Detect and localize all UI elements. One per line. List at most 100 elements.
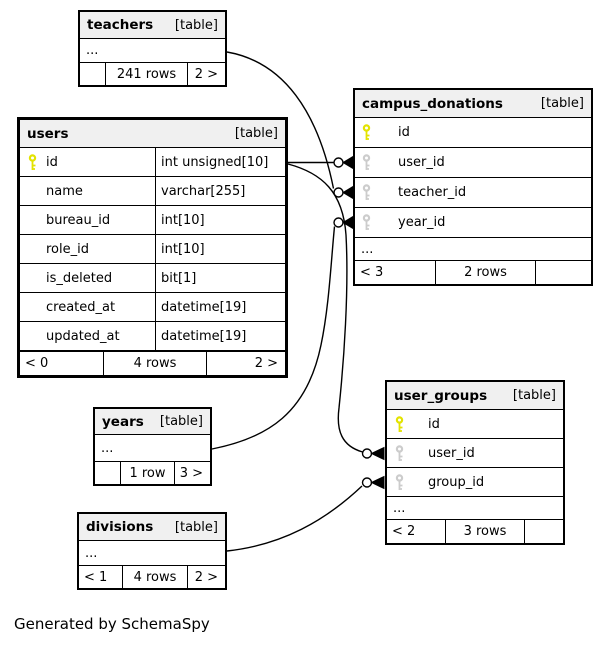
- column-name: group_id: [428, 474, 485, 490]
- footer-right: 2 >: [187, 63, 225, 85]
- arrowhead-icon: [370, 475, 385, 490]
- edge-line: [226, 51, 335, 189]
- generated-by-note: Generated by SchemaSpy: [14, 615, 210, 633]
- collapsed-columns-row: ...: [387, 497, 563, 520]
- column-row: updated_at datetime[19]: [20, 322, 285, 351]
- column-name: is_deleted: [46, 270, 113, 286]
- column-name: id: [398, 125, 410, 140]
- table-users-header[interactable]: users [table]: [20, 120, 285, 148]
- column-row: year_id: [355, 208, 591, 238]
- table-footer: < 2 3 rows: [387, 520, 563, 543]
- edge-teachers-campus-donations-teacher-id: [226, 51, 354, 200]
- collapsed-columns-row: ...: [79, 541, 225, 566]
- footer-left: [80, 63, 105, 85]
- column-row: group_id: [387, 468, 563, 497]
- foreign-key-icon: [387, 473, 428, 491]
- table-user-groups-header[interactable]: user_groups [table]: [387, 382, 563, 410]
- footer-rowcount: 4 rows: [122, 566, 187, 588]
- table-name: divisions: [86, 519, 154, 535]
- primary-key-icon: [20, 153, 46, 171]
- column-row: bureau_id int[10]: [20, 206, 285, 235]
- column-type: int[10]: [155, 235, 285, 263]
- foreign-key-icon: [387, 444, 428, 462]
- column-name: teacher_id: [398, 185, 467, 200]
- table-name: users: [27, 125, 69, 142]
- table-type-tag: [table]: [540, 96, 584, 111]
- column-row: user_id: [355, 148, 591, 178]
- table-type-tag: [table]: [174, 519, 218, 535]
- cardinality-circle-icon: [333, 217, 344, 228]
- column-name: id: [46, 154, 58, 170]
- column-name: name: [46, 183, 83, 199]
- table-type-tag: [table]: [512, 388, 556, 403]
- table-campus-donations: campus_donations [table] id user_id teac…: [353, 88, 593, 286]
- footer-rowcount: 1 row: [120, 462, 174, 484]
- arrowhead-icon: [370, 446, 385, 461]
- table-type-tag: [table]: [159, 414, 203, 429]
- edge-users-user-groups-user-id: [287, 163, 385, 461]
- column-name: user_id: [428, 445, 475, 461]
- table-campus-donations-header[interactable]: campus_donations [table]: [355, 90, 591, 118]
- cardinality-circle-icon: [361, 477, 373, 488]
- column-type: bit[1]: [155, 264, 285, 292]
- column-row: created_at datetime[19]: [20, 293, 285, 322]
- arrowhead-icon: [342, 155, 354, 170]
- column-type: int unsigned[10]: [155, 148, 285, 176]
- collapsed-columns-row: ...: [355, 238, 591, 261]
- column-row: is_deleted bit[1]: [20, 264, 285, 293]
- table-type-tag: [table]: [234, 126, 278, 141]
- footer-right: 3 >: [174, 462, 210, 484]
- cardinality-circle-icon: [333, 157, 344, 168]
- edge-line: [226, 485, 363, 552]
- foreign-key-icon: [355, 184, 398, 201]
- table-footer: < 3 2 rows: [355, 261, 591, 284]
- table-divisions-header[interactable]: divisions [table]: [79, 514, 225, 541]
- table-teachers: teachers [table] ... 241 rows 2 >: [78, 10, 227, 87]
- column-name: id: [428, 416, 440, 432]
- column-type: varchar[255]: [155, 177, 285, 205]
- table-type-tag: [table]: [174, 17, 218, 33]
- column-row: id: [387, 410, 563, 439]
- footer-rowcount: 241 rows: [105, 63, 187, 85]
- table-name: user_groups: [394, 387, 488, 404]
- table-footer: 1 row 3 >: [95, 462, 210, 484]
- footer-rowcount: 3 rows: [445, 520, 524, 543]
- collapsed-columns-row: ...: [95, 435, 210, 462]
- column-type: int[10]: [155, 206, 285, 234]
- cardinality-circle-icon: [361, 448, 373, 459]
- footer-rowcount: 4 rows: [103, 352, 206, 375]
- table-users: users [table] id int unsigned[10] name v…: [17, 117, 288, 378]
- table-footer: 241 rows 2 >: [80, 63, 225, 85]
- arrowhead-icon: [342, 185, 354, 200]
- column-row: user_id: [387, 439, 563, 468]
- column-row: name varchar[255]: [20, 177, 285, 206]
- column-row: teacher_id: [355, 178, 591, 208]
- table-divisions: divisions [table] ... < 1 4 rows 2 >: [77, 512, 227, 590]
- footer-left: < 2: [392, 524, 416, 539]
- table-name: teachers: [87, 17, 154, 33]
- column-name: year_id: [398, 215, 446, 230]
- column-row: id int unsigned[10]: [20, 148, 285, 177]
- footer-right: [524, 520, 563, 543]
- table-footer: < 0 4 rows 2 >: [20, 351, 285, 375]
- table-teachers-header[interactable]: teachers [table]: [80, 12, 225, 39]
- column-type: datetime[19]: [155, 322, 285, 350]
- table-name: campus_donations: [362, 95, 503, 112]
- column-row: id: [355, 118, 591, 148]
- foreign-key-icon: [355, 154, 398, 171]
- footer-left: < 3: [360, 265, 384, 280]
- edge-divisions-user-groups-group-id: [226, 475, 385, 552]
- collapsed-columns-row: ...: [80, 39, 225, 63]
- table-name: years: [102, 413, 144, 430]
- column-name: created_at: [46, 299, 116, 315]
- column-name: user_id: [398, 155, 445, 170]
- primary-key-icon: [387, 415, 428, 433]
- footer-right: [535, 261, 591, 284]
- table-years-header[interactable]: years [table]: [95, 409, 210, 435]
- footer-rowcount: 2 rows: [435, 261, 535, 284]
- column-name: bureau_id: [46, 212, 111, 228]
- edge-line: [287, 163, 363, 453]
- table-user-groups: user_groups [table] id user_id group_id …: [385, 380, 565, 545]
